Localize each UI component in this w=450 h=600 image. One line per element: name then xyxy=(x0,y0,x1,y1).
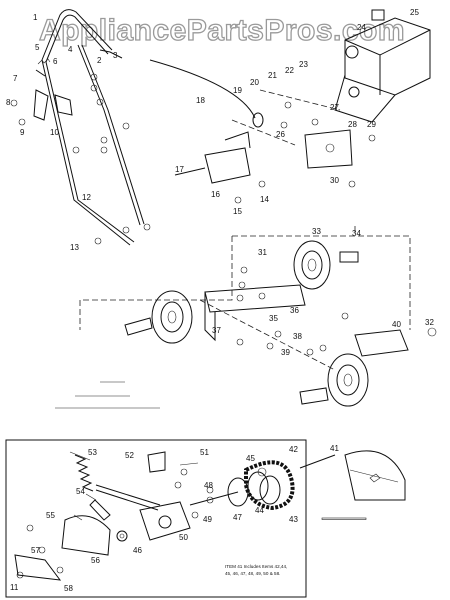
callout-15: 15 xyxy=(233,207,242,216)
callout-24: 24 xyxy=(357,23,366,32)
inset-note-line2: 45, 46, 47, 48, 49, 50 & 58. xyxy=(225,571,280,576)
callout-20: 20 xyxy=(250,78,259,87)
inset-note-line1: ITEM 41 Includes Items 42,44, xyxy=(225,564,287,569)
callout-46: 46 xyxy=(133,546,142,555)
callout-3: 3 xyxy=(113,51,118,60)
callout-10: 10 xyxy=(50,128,59,137)
callout-4: 4 xyxy=(68,45,73,54)
watermark-text: AppliancePartsPros.com xyxy=(39,14,405,47)
callout-6: 6 xyxy=(53,57,58,66)
callout-34: 34 xyxy=(352,229,361,238)
callout-1: 1 xyxy=(33,13,38,22)
callout-54: 54 xyxy=(76,487,85,496)
callout-12: 12 xyxy=(82,193,91,202)
callout-44: 44 xyxy=(255,506,264,515)
callout-58: 58 xyxy=(64,584,73,593)
callout-33: 33 xyxy=(312,227,321,236)
callout-5: 5 xyxy=(35,43,40,52)
frame-and-wheels xyxy=(79,226,437,407)
callout-47: 47 xyxy=(233,513,242,522)
callout-8: 8 xyxy=(6,98,11,107)
callout-39: 39 xyxy=(281,348,290,357)
callout-21: 21 xyxy=(268,71,277,80)
callout-41: 41 xyxy=(330,444,339,453)
callout-30: 30 xyxy=(330,176,339,185)
callout-48: 48 xyxy=(204,481,213,490)
control-cable xyxy=(149,59,256,119)
callout-40: 40 xyxy=(392,320,401,329)
callout-11: 11 xyxy=(10,583,19,592)
callout-25: 25 xyxy=(410,8,419,17)
inset-note: ITEM 41 Includes Items 42,44, 45, 46, 47… xyxy=(225,564,287,576)
callout-28: 28 xyxy=(348,120,357,129)
callout-19: 19 xyxy=(233,86,242,95)
callout-2: 2 xyxy=(97,56,102,65)
callout-7: 7 xyxy=(13,74,18,83)
engine xyxy=(280,9,431,188)
callout-45: 45 xyxy=(246,454,255,463)
control-bracket xyxy=(174,112,266,204)
callout-36: 36 xyxy=(290,306,299,315)
callout-18: 18 xyxy=(196,96,205,105)
callout-13: 13 xyxy=(70,243,79,252)
callout-53: 53 xyxy=(88,448,97,457)
callout-52: 52 xyxy=(125,451,134,460)
callout-37: 37 xyxy=(212,326,221,335)
callout-26: 26 xyxy=(276,130,285,139)
callout-23: 23 xyxy=(299,60,308,69)
handle-assembly xyxy=(10,9,151,246)
callout-16: 16 xyxy=(211,190,220,199)
callout-31: 31 xyxy=(258,248,267,257)
callout-50: 50 xyxy=(179,533,188,542)
callout-27: 27 xyxy=(330,103,339,112)
callout-35: 35 xyxy=(269,314,278,323)
callout-38: 38 xyxy=(293,332,302,341)
callout-42: 42 xyxy=(289,445,298,454)
callout-17: 17 xyxy=(175,165,184,174)
callout-49: 49 xyxy=(203,515,212,524)
callout-9: 9 xyxy=(20,128,25,137)
callout-14: 14 xyxy=(260,195,269,204)
callout-55: 55 xyxy=(46,511,55,520)
callout-43: 43 xyxy=(289,515,298,524)
callout-32: 32 xyxy=(425,318,434,327)
callout-57: 57 xyxy=(31,546,40,555)
callout-51: 51 xyxy=(200,448,209,457)
callout-56: 56 xyxy=(91,556,100,565)
callout-29: 29 xyxy=(367,120,376,129)
callout-22: 22 xyxy=(285,66,294,75)
blade-guard xyxy=(299,450,406,520)
blade-assembly-inset xyxy=(5,439,307,598)
part-callouts: 1 2 3 4 5 6 7 8 9 10 11 12 13 14 15 16 1… xyxy=(6,8,434,593)
